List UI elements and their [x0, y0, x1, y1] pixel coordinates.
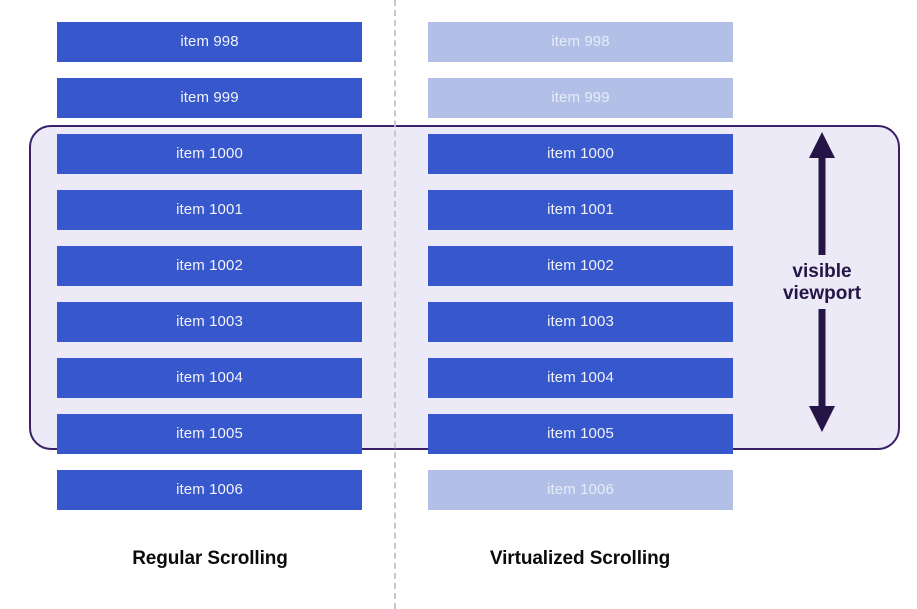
list-item[interactable]: item 1002 [428, 246, 733, 286]
list-item[interactable]: item 1000 [428, 134, 733, 174]
list-item[interactable]: item 999 [57, 78, 362, 118]
list-item[interactable]: item 998 [57, 22, 362, 62]
list-item[interactable]: item 1001 [57, 190, 362, 230]
list-item[interactable]: item 1004 [57, 358, 362, 398]
list-item[interactable]: item 1005 [428, 414, 733, 454]
caption-virtualized-scrolling: Virtualized Scrolling [489, 548, 671, 569]
list-item[interactable]: item 1001 [428, 190, 733, 230]
arrow-up-icon [809, 132, 835, 255]
list-item[interactable]: item 1004 [428, 358, 733, 398]
list-item[interactable]: item 1006 [428, 470, 733, 510]
list-item[interactable]: item 1003 [428, 302, 733, 342]
list-item[interactable]: item 1006 [57, 470, 362, 510]
arrow-down-icon [809, 308, 835, 432]
list-item[interactable]: item 998 [428, 22, 733, 62]
list-item[interactable]: item 1005 [57, 414, 362, 454]
list-item[interactable]: item 1003 [57, 302, 362, 342]
visible-viewport-annotation: visible viewport [752, 130, 892, 445]
column-divider [394, 0, 396, 609]
list-item[interactable]: item 1000 [57, 134, 362, 174]
visible-viewport-label: visible viewport [782, 261, 862, 304]
list-item[interactable]: item 999 [428, 78, 733, 118]
caption-regular-scrolling: Regular Scrolling [132, 548, 288, 569]
list-item[interactable]: item 1002 [57, 246, 362, 286]
